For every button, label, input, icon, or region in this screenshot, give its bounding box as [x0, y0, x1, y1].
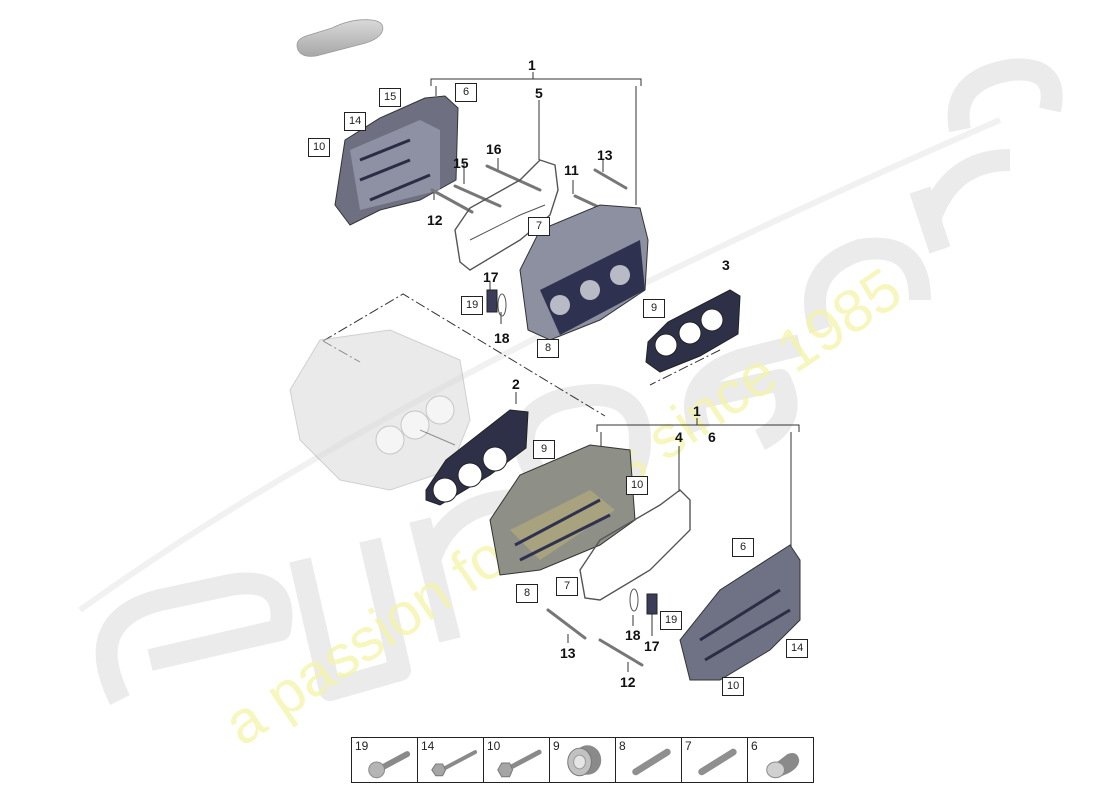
callout-11: 11: [564, 162, 579, 178]
boxed-label-15: 15: [379, 88, 402, 107]
legend-item-8: 8: [616, 738, 682, 782]
callout-1-lower: 1: [693, 403, 701, 419]
boxed-label-14-lower: 14: [786, 639, 809, 658]
legend-number: 8: [619, 739, 626, 753]
boxed-label-6-lower: 6: [732, 538, 754, 557]
boxed-label-10-lower-b: 10: [722, 677, 745, 696]
long-flange-bolt-icon: [431, 750, 478, 777]
callout-3: 3: [722, 257, 730, 273]
callout-4: 4: [675, 429, 683, 445]
callout-15: 15: [453, 155, 469, 171]
callout-17-lower: 17: [644, 638, 660, 654]
legend-item-10: 10: [484, 738, 550, 782]
boxed-label-7-lower: 7: [556, 577, 578, 596]
boxed-label-19-upper: 19: [461, 296, 484, 315]
engine-block: [289, 329, 471, 491]
sleeve-bushing-icon: [567, 745, 602, 777]
boxed-label-9-upper: 9: [643, 299, 665, 318]
legend-number: 9: [553, 739, 560, 753]
legend-number: 14: [421, 739, 435, 753]
head-gasket-3: [645, 289, 741, 373]
callout-6-lower: 6: [708, 429, 716, 445]
head-gasket-2: [425, 409, 529, 506]
lower-cylinder-head: [489, 444, 636, 576]
boxed-label-14-upper: 14: [344, 112, 367, 131]
upper-cylinder-head: [519, 204, 649, 341]
callout-18-upper: 18: [494, 330, 510, 346]
lower-cam-housing: [679, 544, 801, 681]
flange-bolt-icon: [497, 749, 542, 778]
boxed-label-7-upper: 7: [528, 217, 550, 236]
legend-number: 6: [751, 739, 758, 753]
boxed-label-6-upper: 6: [455, 83, 477, 102]
legend-item-19: 19: [352, 738, 418, 782]
dowel-pin-icon: [632, 748, 671, 776]
callout-12-lower: 12: [620, 674, 636, 690]
callout-18-lower: 18: [625, 627, 641, 643]
callout-16: 16: [486, 141, 502, 157]
boxed-label-10-upper: 10: [308, 138, 331, 157]
boxed-label-9-lower: 9: [533, 440, 555, 459]
callout-12-upper: 12: [427, 212, 443, 228]
callout-13-upper: 13: [597, 147, 613, 163]
legend-number: 7: [685, 739, 692, 753]
legend-number: 10: [487, 739, 501, 753]
legend-item-7: 7: [682, 738, 748, 782]
callout-5: 5: [535, 85, 543, 101]
fastener-legend-table: 19 14 10 9: [351, 737, 814, 783]
callout-17-upper: 17: [483, 269, 499, 285]
button-head-bolt-icon: [368, 751, 411, 779]
boxed-label-10-lower: 10: [626, 476, 649, 495]
dowel-pin-icon: [698, 748, 737, 776]
callout-13-lower: 13: [560, 645, 576, 661]
legend-number: 19: [355, 739, 369, 753]
legend-item-6: 6: [748, 738, 813, 782]
callout-2: 2: [512, 376, 520, 392]
car-silhouette-icon: [296, 19, 384, 57]
legend-item-9: 9: [550, 738, 616, 782]
legend-item-14: 14: [418, 738, 484, 782]
boxed-label-19-lower: 19: [660, 611, 683, 630]
boxed-label-8-upper: 8: [537, 339, 559, 358]
boxed-label-8-lower: 8: [516, 584, 538, 603]
callout-1-upper: 1: [528, 57, 536, 73]
plug-cap-icon: [766, 752, 800, 779]
